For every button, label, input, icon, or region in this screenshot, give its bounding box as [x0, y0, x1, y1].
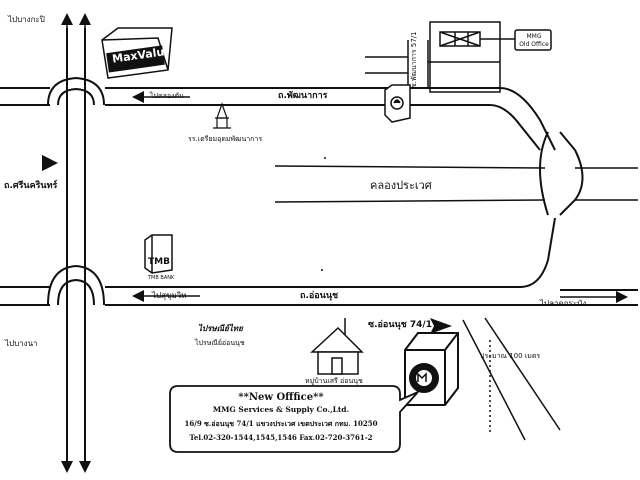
soi-pattanakarn-57-1	[365, 40, 500, 88]
office-phone: Tel.02-320-1544,1545,1546 Fax.02-720-376…	[189, 433, 373, 442]
label-onnut-road: ถ.อ่อนนุช	[300, 291, 339, 301]
thailand-post-logo: ไปรษณีย์ไทย	[198, 324, 243, 333]
old-office-label-line1: MMG	[526, 33, 542, 40]
new-office-callout: **New Offfice** MMG Services & Supply Co…	[170, 386, 392, 452]
maxvalu-building	[101, 27, 173, 79]
srinakarin-road	[66, 28, 86, 470]
prawet-canal	[274, 165, 638, 203]
label-soi-pattanakarn-57-1: ซ.พัฒนาการ 57/1	[410, 31, 418, 88]
new-office-heading: **New Offfice**	[238, 392, 324, 403]
map-specks	[321, 157, 326, 271]
new-office-building	[404, 332, 459, 406]
label-village: หมู่บ้านเสรี อ่อนนุช	[305, 377, 363, 385]
company-name: MMG Services & Supply Co.,Ltd.	[212, 405, 350, 414]
label-to-bangna: ไปบางนา	[5, 339, 38, 348]
label-to-sukhumvit: ไปสุขุมวิท	[152, 291, 187, 300]
label-distance: ประมาณ 100 เมตร	[480, 352, 541, 360]
overpass-north	[47, 76, 105, 106]
old-office-building	[429, 21, 552, 93]
tmb-logo: TMB	[148, 257, 170, 267]
gas-station-icon	[384, 84, 411, 123]
entry-arrows	[42, 155, 452, 334]
label-to-bangkapi: ไปบางกะปิ	[8, 15, 45, 24]
old-office-label: MMG Old Office	[519, 33, 549, 49]
label-to-ladkrabang: ไปลาดกระบัง	[540, 299, 587, 308]
label-pattanakarn-road: ถ.พัฒนาการ	[278, 91, 328, 101]
school-icon	[213, 102, 231, 129]
village-house	[310, 326, 364, 375]
tmb-bank-label: TMB BANK	[148, 275, 175, 281]
old-office-label-line2: Old Office	[519, 41, 549, 48]
label-soi-onnut-74-1: ซ.อ่อนนุช 74/1	[368, 320, 432, 330]
label-post-office: ไปรษณีย์อ่อนนุช	[195, 339, 245, 347]
onnut-road	[0, 131, 638, 306]
new-office-callout-box	[169, 385, 419, 453]
direction-arrows	[61, 13, 628, 473]
office-address: 16/9 ซ.อ่อนนุช 74/1 แขวงประเวศ เขตประเวศ…	[184, 419, 378, 428]
label-srinakarin-road: ถ.ศรีนครินทร์	[4, 181, 58, 191]
label-school: รร.เตรียมอุดมพัฒนาการ	[188, 135, 263, 143]
label-prawet-canal: คลองประเวศ	[370, 179, 432, 192]
tmb-bank-building	[144, 234, 173, 274]
overpass-south	[47, 264, 105, 306]
label-to-klongton: ไปคลองตัน	[150, 92, 184, 100]
